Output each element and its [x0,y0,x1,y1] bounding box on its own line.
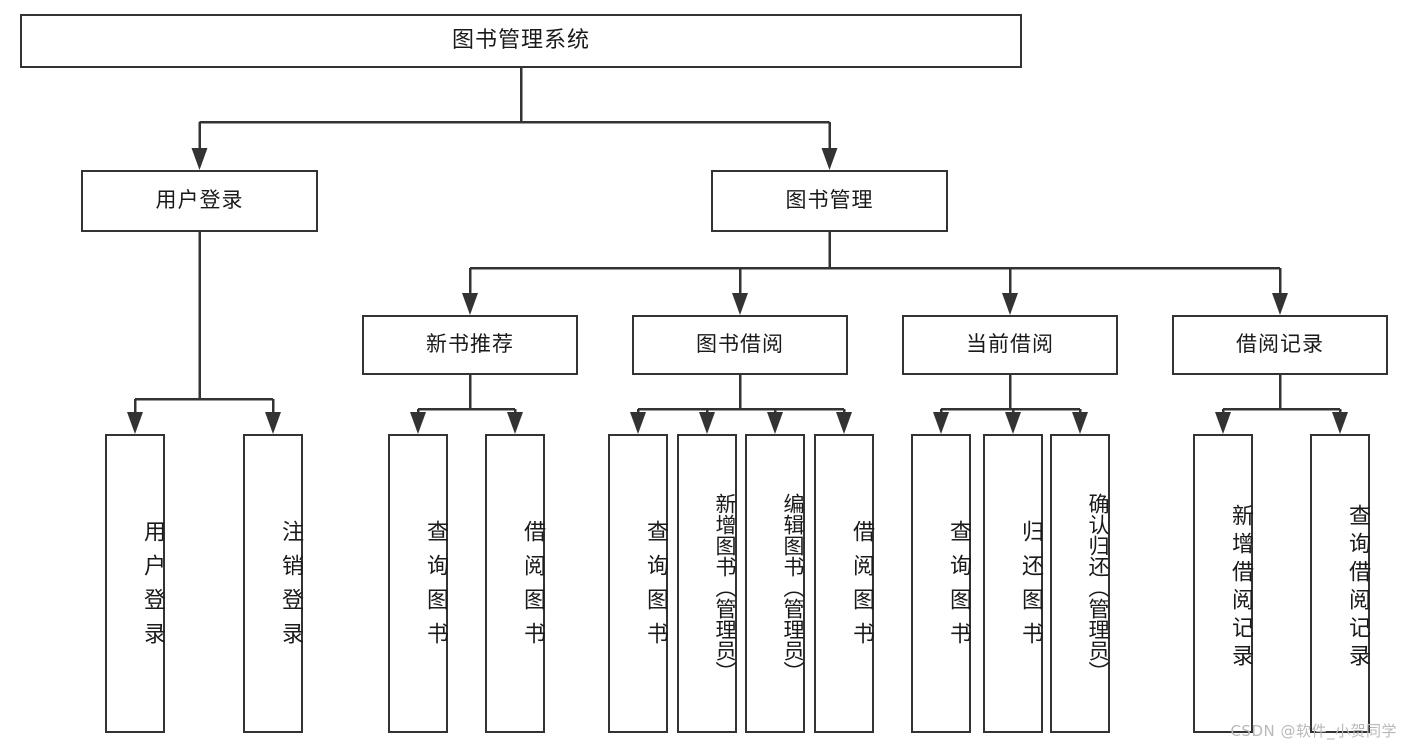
node-leaf-logout[interactable]: 注销登录 [243,434,303,733]
node-label: 借阅图书 [849,519,874,656]
node-label: 图书借阅 [696,332,784,357]
node-leaf-borrow-book-rec[interactable]: 借阅图书 [485,434,545,733]
node-leaf-user-login[interactable]: 用户登录 [105,434,165,733]
node-label: 图书管理系统 [451,27,590,53]
node-label: 借阅图书 [520,519,545,656]
node-label: 图书管理 [785,188,874,213]
node-book-manage[interactable]: 图书管理 [711,170,948,232]
node-borrow-record[interactable]: 借阅记录 [1172,315,1388,375]
node-label: 用户登录 [155,188,244,213]
node-label: 归还图书 [1018,519,1043,656]
node-label: 查询借阅记录 [1345,503,1370,672]
node-leaf-add-book-admin[interactable]: 新增图书（管理员） [677,434,737,733]
node-label: 当前借阅 [966,332,1054,357]
node-root[interactable]: 图书管理系统 [20,14,1022,68]
node-current-borrow[interactable]: 当前借阅 [902,315,1118,375]
node-leaf-query-book-rec[interactable]: 查询图书 [388,434,448,733]
node-user-login[interactable]: 用户登录 [81,170,318,232]
node-label: 查询图书 [643,519,668,656]
watermark: CSDN @软件_小贺同学 [1230,722,1397,740]
node-leaf-borrow-book[interactable]: 借阅图书 [814,434,874,733]
node-new-book-recommend[interactable]: 新书推荐 [362,315,578,375]
node-book-borrow[interactable]: 图书借阅 [632,315,848,375]
node-leaf-query-borrow-record[interactable]: 查询借阅记录 [1310,434,1370,733]
node-label: 确认归还（管理员） [1086,493,1110,682]
node-label: 编辑图书（管理员） [781,493,805,682]
node-label: 查询图书 [423,519,448,656]
node-leaf-add-borrow-record[interactable]: 新增借阅记录 [1193,434,1253,733]
node-label: 查询图书 [946,519,971,656]
node-leaf-return-book[interactable]: 归还图书 [983,434,1043,733]
node-label: 新增图书（管理员） [713,493,737,682]
node-leaf-confirm-return-admin[interactable]: 确认归还（管理员） [1050,434,1110,733]
node-leaf-query-book-cur[interactable]: 查询图书 [911,434,971,733]
node-label: 新增借阅记录 [1228,503,1253,672]
node-label: 用户登录 [140,519,165,656]
node-label: 借阅记录 [1236,332,1324,357]
node-leaf-edit-book-admin[interactable]: 编辑图书（管理员） [745,434,805,733]
node-leaf-query-book-borrow[interactable]: 查询图书 [608,434,668,733]
node-label: 新书推荐 [426,332,514,357]
node-label: 注销登录 [278,519,303,656]
